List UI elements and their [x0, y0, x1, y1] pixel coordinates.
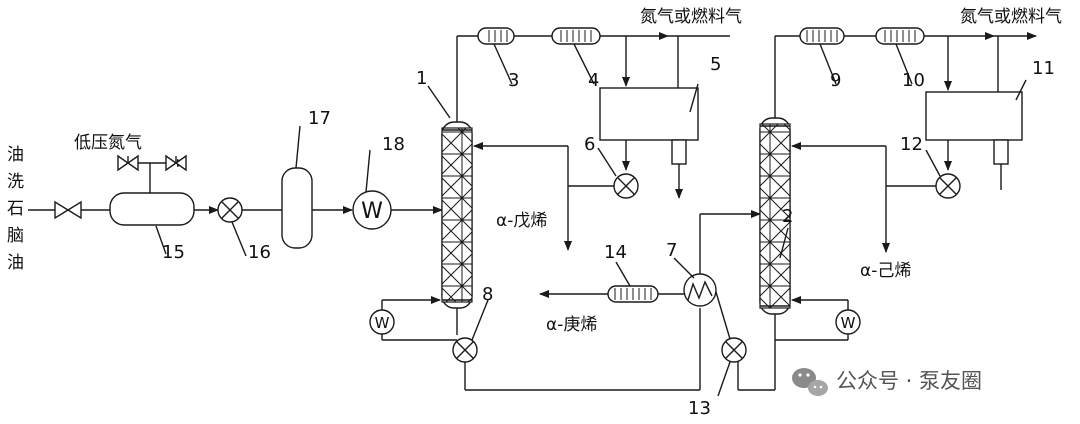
svg-text:石: 石	[7, 199, 24, 219]
num-13: 13	[688, 398, 711, 419]
pump-16	[217, 197, 243, 223]
boot-5	[671, 139, 687, 165]
num-6: 6	[584, 134, 595, 155]
reboiler-1-symbol: W	[375, 314, 390, 332]
low-pressure-n2-label: 低压氮气	[74, 133, 142, 153]
alpha-hexene-label: α-己烯	[860, 261, 911, 281]
reboiler-2: W	[835, 309, 861, 335]
num-16: 16	[248, 242, 271, 263]
cooler-14	[607, 285, 659, 303]
svg-text:油: 油	[7, 145, 24, 165]
boot-11	[993, 139, 1009, 165]
num-8: 8	[482, 284, 493, 305]
num-12: 12	[900, 134, 923, 155]
num-7: 7	[666, 240, 677, 261]
reboiler-2-symbol: W	[841, 314, 856, 332]
n2-fuel-gas-label-1: 氮气或燃料气	[640, 7, 742, 27]
num-1: 1	[416, 68, 427, 89]
num-18: 18	[382, 134, 405, 155]
num-3: 3	[508, 70, 519, 91]
condenser-3	[477, 27, 515, 45]
vessel-15	[109, 192, 195, 226]
leader-lines	[155, 43, 1027, 397]
num-4: 4	[588, 70, 599, 91]
num-2: 2	[782, 206, 793, 227]
condenser-10	[875, 27, 925, 45]
svg-text:脑: 脑	[7, 226, 24, 246]
pump-6	[613, 173, 639, 199]
alpha-pentene-label: α-戊烯	[496, 211, 547, 231]
num-17: 17	[308, 108, 331, 129]
pump-12	[935, 173, 961, 199]
watermark-text: 公众号 · 泵友圈	[836, 369, 982, 393]
exchanger-7	[683, 273, 717, 307]
vessel-17	[281, 167, 313, 249]
reboiler-1: W	[369, 309, 395, 335]
num-10: 10	[902, 70, 925, 91]
num-15: 15	[162, 242, 185, 263]
num-9: 9	[830, 70, 841, 91]
pump-13	[721, 337, 747, 363]
num-14: 14	[604, 242, 627, 263]
heater-18-symbol: W	[361, 199, 383, 224]
feed-label: 油 洗 石 脑 油	[7, 145, 24, 273]
watermark: 公众号 · 泵友圈	[792, 368, 982, 396]
alpha-heptene-label: α-庚烯	[546, 315, 597, 335]
heater-18: W	[352, 190, 392, 230]
condenser-9	[799, 27, 845, 45]
svg-text:洗: 洗	[7, 172, 24, 192]
svg-text:油: 油	[7, 253, 24, 273]
condenser-4	[551, 27, 601, 45]
n2-fuel-gas-label-2: 氮气或燃料气	[960, 7, 1062, 27]
drum-11	[925, 91, 1023, 141]
num-5: 5	[710, 54, 721, 75]
num-11: 11	[1032, 58, 1055, 79]
inlet-valve	[54, 200, 82, 220]
pump-8	[452, 337, 478, 363]
drum-5	[599, 87, 699, 141]
column-2	[759, 117, 791, 315]
column-1	[441, 121, 473, 309]
wechat-icon	[792, 368, 828, 396]
